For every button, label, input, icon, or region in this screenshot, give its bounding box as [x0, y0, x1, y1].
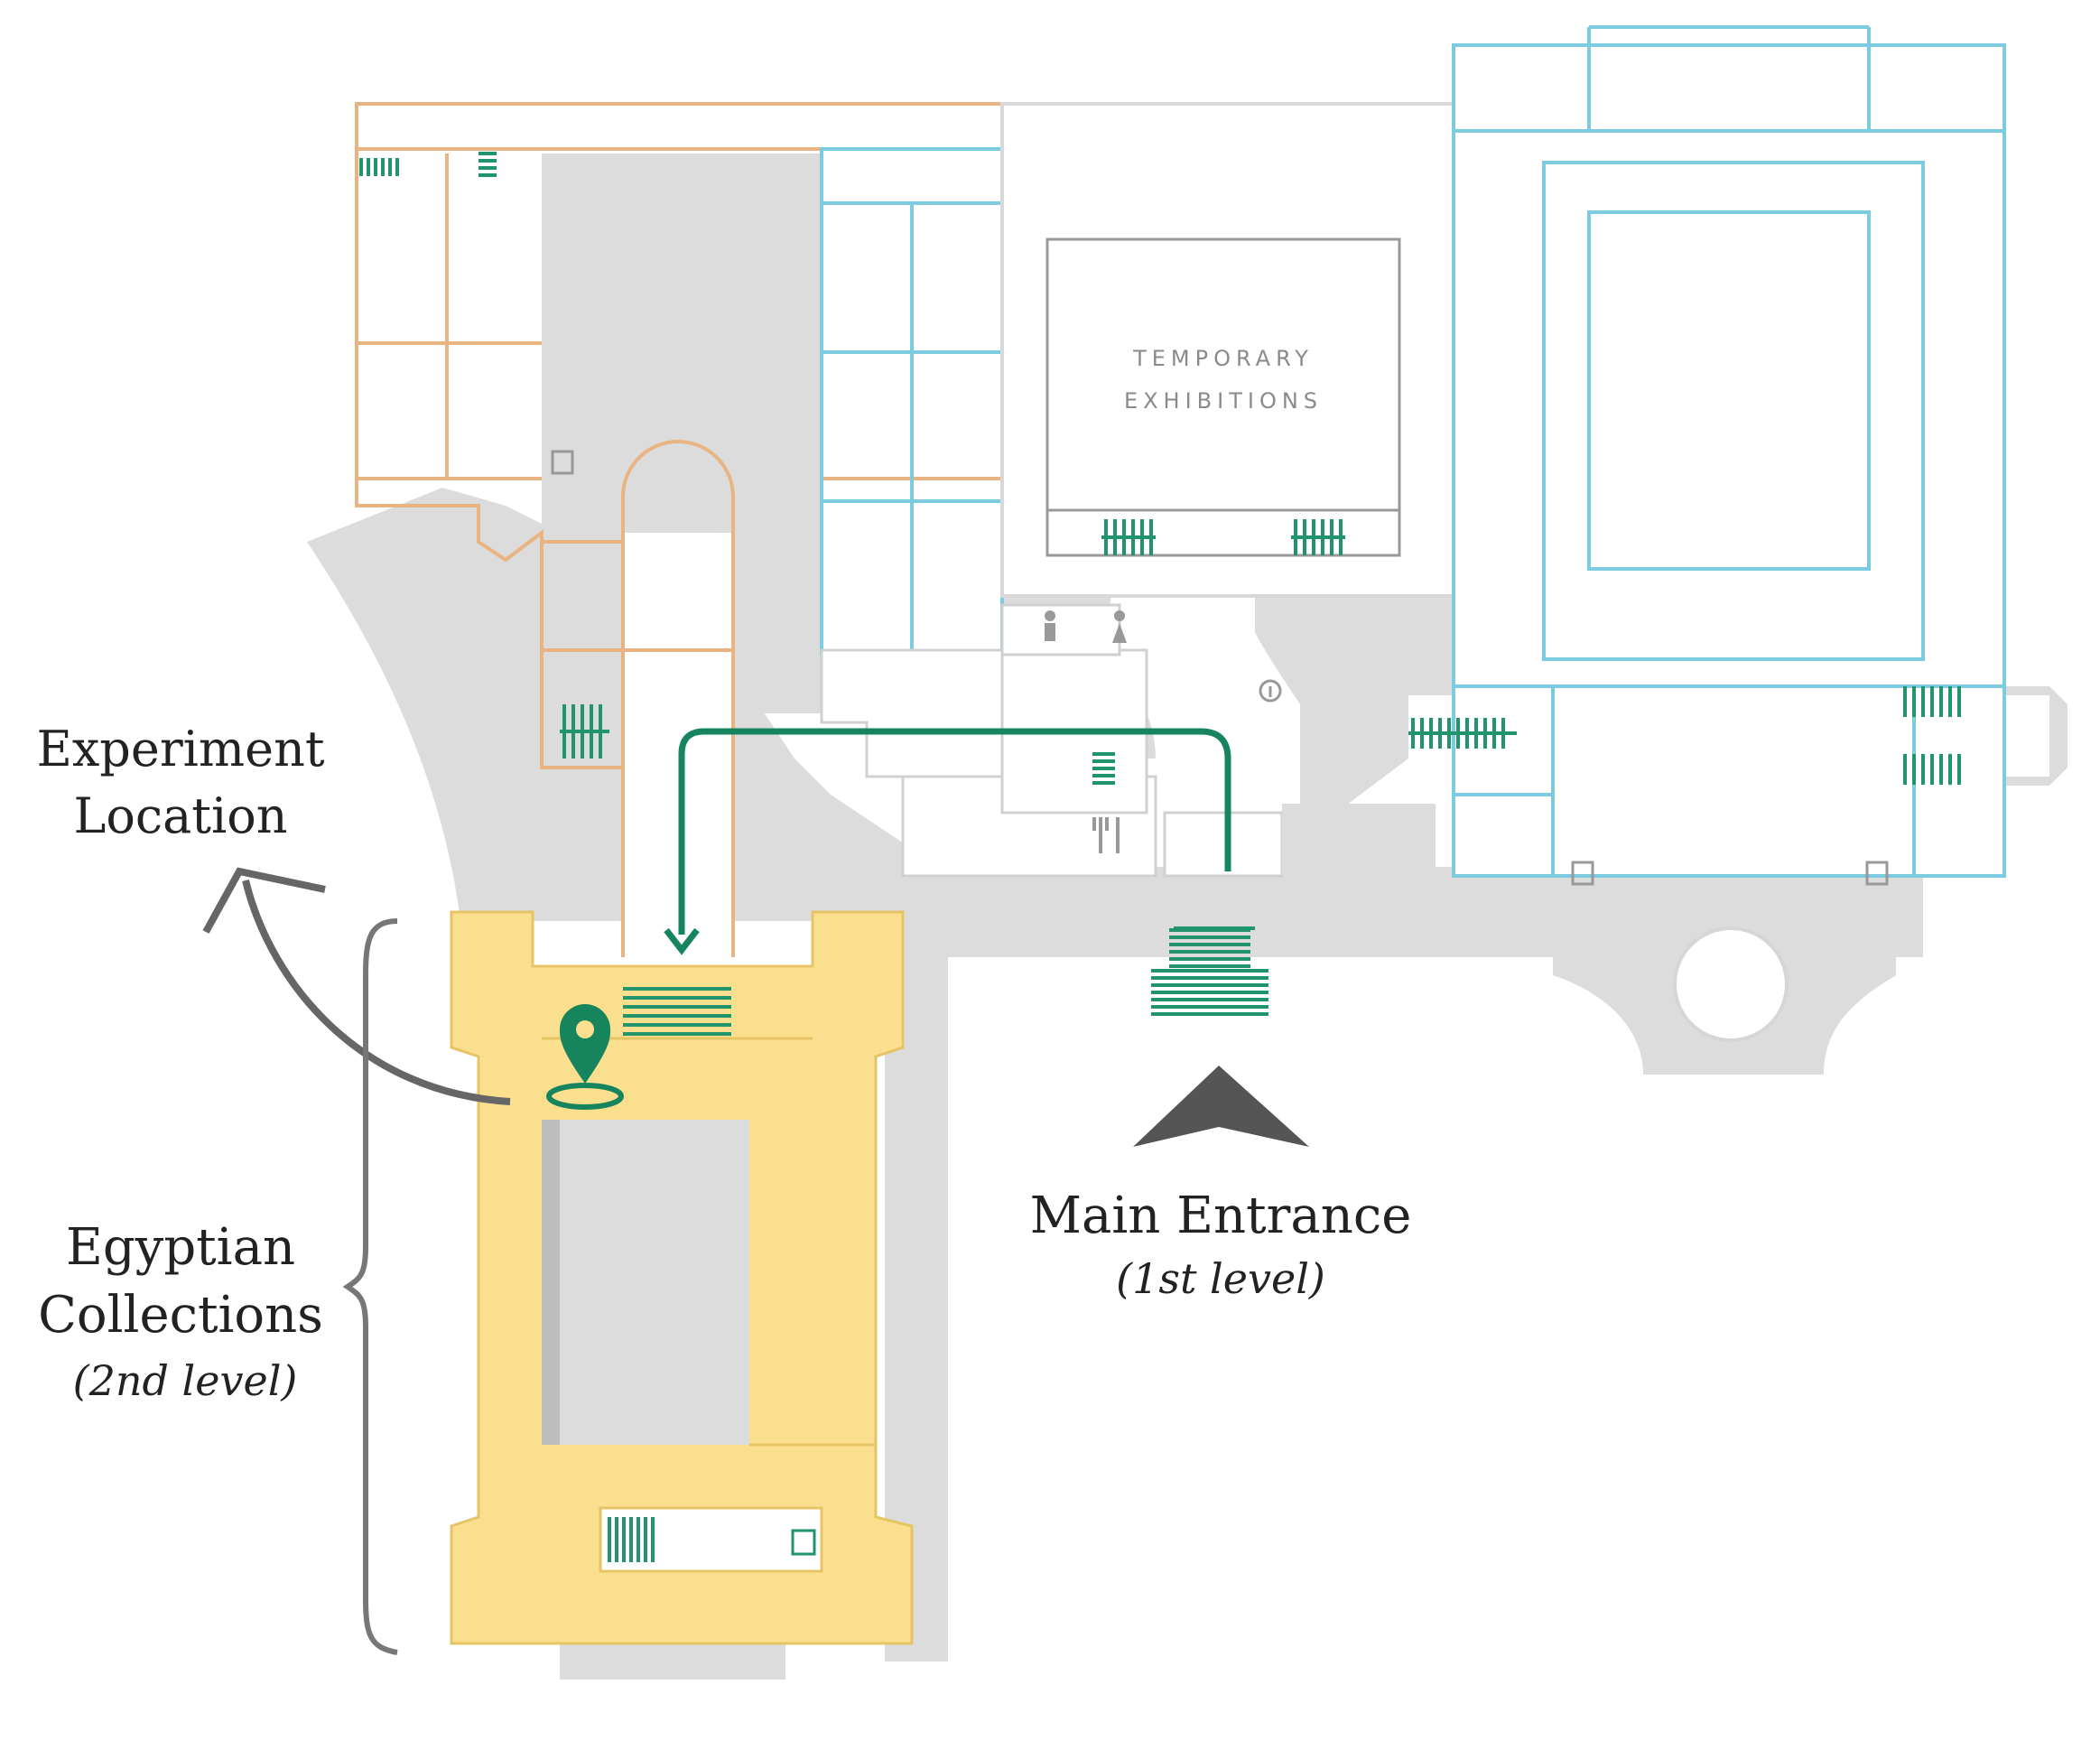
egyptian-collections-label-1: Egyptian: [66, 1218, 295, 1277]
route-path: [678, 728, 1231, 935]
stairs-icon: [1903, 686, 1961, 717]
temporary-exhibitions-label-2: EXHIBITIONS: [1124, 388, 1323, 414]
central-hall: [901, 102, 1455, 878]
egyptian-wing: [450, 910, 914, 1645]
inner-courtyard: [542, 1120, 749, 1445]
experiment-location-label-1: Experiment: [36, 721, 324, 777]
stairs-icon: [1151, 969, 1268, 1016]
entrance-arrow-icon: [1133, 1066, 1309, 1147]
wing-shadow-bottom: [560, 1643, 785, 1680]
inner-courtyard-shadow: [542, 1120, 560, 1445]
stairs-icon: [1291, 519, 1345, 555]
round-room-hole: [1673, 926, 1789, 1042]
stairs-icon: [1903, 754, 1961, 785]
main-entrance-level-label: (1st level): [1116, 1254, 1325, 1303]
east-block: [1452, 25, 2006, 878]
restaurant-icon: [1092, 817, 1120, 853]
stairs-icon: [1408, 718, 1517, 749]
stairs-icon: [1092, 752, 1115, 785]
west-block: [355, 102, 1004, 966]
central-court-right: [1255, 596, 1454, 831]
stairs-icon: [1101, 519, 1156, 555]
annotation-arrowhead: [202, 867, 326, 934]
stairs-icon: [479, 152, 497, 177]
location-pin-icon: [546, 1004, 624, 1110]
temporary-exhibitions-label-1: TEMPORARY: [1132, 346, 1314, 371]
annotation-arrow: [242, 880, 511, 1105]
temporary-exhibitions-room: [1045, 237, 1401, 557]
stairs-icon: [560, 704, 609, 759]
info-icon: [1259, 679, 1282, 703]
stairs: [359, 152, 1961, 1562]
stairs-icon: [359, 158, 399, 176]
egyptian-collections-label-2: Collections: [38, 1286, 323, 1345]
experiment-location-label-2: Location: [73, 787, 287, 844]
elevator-icon: [551, 450, 1889, 886]
middle-blue-gallery: [820, 147, 1004, 778]
stairs-icon: [608, 1517, 655, 1562]
bracket-brace: [342, 918, 398, 1655]
south-service-room: [599, 1506, 823, 1573]
main-entrance-label: Main Entrance: [1030, 1187, 1412, 1245]
east-bump-inner: [2004, 695, 2049, 777]
stairs-icon: [623, 987, 731, 1036]
restroom-icon: [1045, 610, 1127, 643]
route-arrowhead: [664, 927, 700, 955]
egyptian-collections-level-label: (2nd level): [73, 1356, 298, 1405]
elevator-icon: [791, 1529, 816, 1556]
